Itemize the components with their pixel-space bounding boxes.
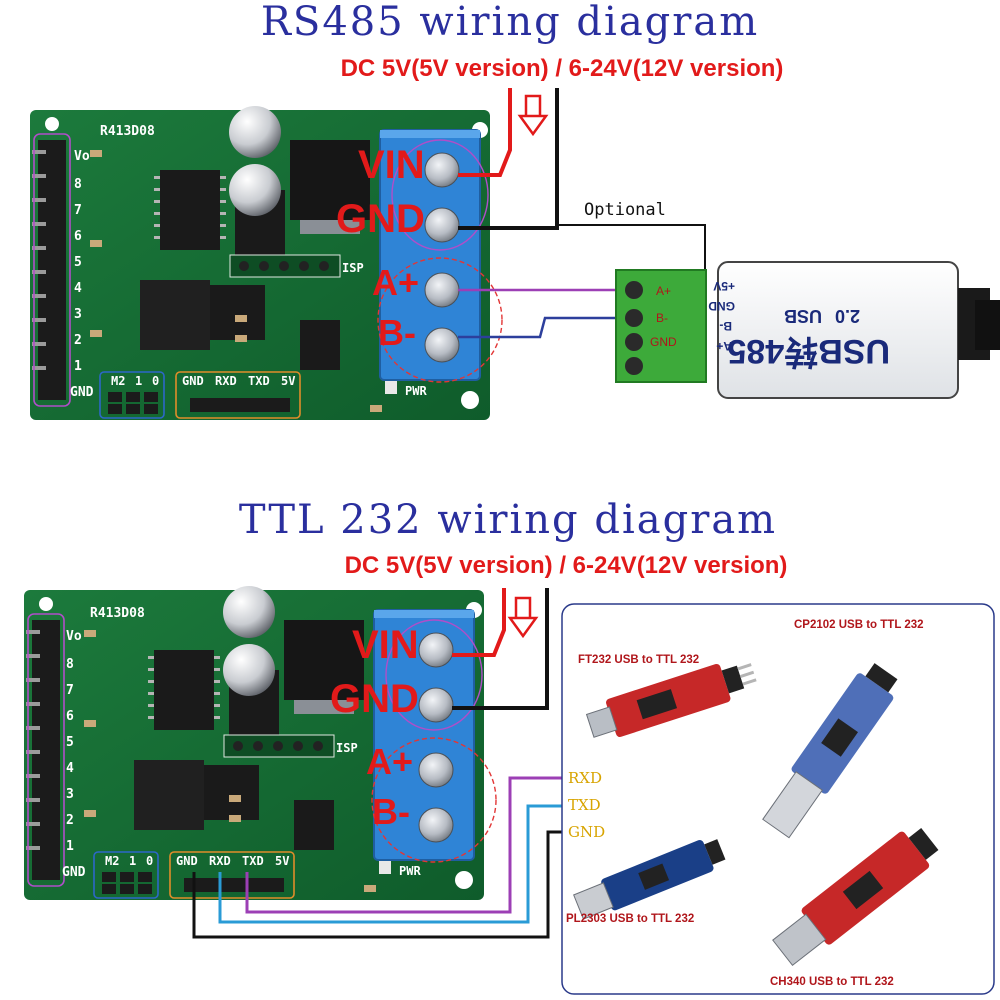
svg-text:GND: GND bbox=[708, 299, 735, 313]
isp-label-1: ISP bbox=[342, 261, 364, 275]
ttl-wires bbox=[192, 776, 568, 939]
svg-text:7: 7 bbox=[74, 203, 82, 218]
svg-text:4: 4 bbox=[74, 281, 82, 296]
b-wire-1 bbox=[458, 316, 640, 339]
ch340-module bbox=[772, 827, 939, 967]
terminal-a-label: A+ bbox=[656, 284, 671, 298]
b-terminal-label-1: B- bbox=[378, 312, 416, 353]
power-arrow-icon-2 bbox=[507, 596, 539, 639]
cp2102-module bbox=[762, 663, 898, 839]
svg-text:2: 2 bbox=[66, 813, 74, 828]
svg-text:A+: A+ bbox=[716, 339, 732, 353]
svg-text:0: 0 bbox=[146, 854, 153, 868]
uart-header-labels-1: GND RXD TXD 5V bbox=[182, 374, 295, 388]
svg-text:Vo: Vo bbox=[66, 629, 82, 644]
usb-485-label-group: USB转485 USB 2.0 A+ B- GND +5V bbox=[708, 279, 890, 370]
svg-text:5: 5 bbox=[74, 255, 82, 270]
gnd-terminal-label-2: GND bbox=[330, 677, 419, 721]
usb-485-brand: USB bbox=[784, 306, 822, 326]
svg-text:TXD: TXD bbox=[248, 374, 270, 388]
cp2102-label: CP2102 USB to TTL 232 bbox=[794, 619, 924, 631]
svg-text:M2: M2 bbox=[111, 374, 125, 388]
svg-text:1: 1 bbox=[66, 839, 74, 854]
svg-text:GND: GND bbox=[182, 374, 204, 388]
usb-485-version: 2.0 bbox=[835, 306, 860, 326]
mode-header-labels-2: M2 1 0 bbox=[105, 854, 153, 868]
rs485-board bbox=[29, 105, 503, 421]
svg-text:8: 8 bbox=[74, 177, 82, 192]
a-terminal-label-1: A+ bbox=[372, 262, 419, 303]
power-wires-1 bbox=[458, 88, 559, 230]
svg-text:3: 3 bbox=[66, 787, 74, 802]
svg-text:6: 6 bbox=[66, 709, 74, 724]
power-wires-2 bbox=[452, 588, 549, 710]
optional-label: Optional bbox=[584, 200, 666, 220]
pl2303-label: PL2303 USB to TTL 232 bbox=[566, 913, 694, 925]
usb-485-name: USB转485 bbox=[727, 332, 890, 370]
pwr-label-1: PWR bbox=[405, 384, 427, 398]
ch340-label: CH340 USB to TTL 232 bbox=[770, 976, 894, 988]
svg-text:GND: GND bbox=[70, 385, 94, 400]
usb-485-converter bbox=[615, 261, 1000, 399]
svg-text:6: 6 bbox=[74, 229, 82, 244]
gnd-terminal-label-1: GND bbox=[336, 197, 425, 241]
svg-text:Vo: Vo bbox=[74, 149, 90, 164]
svg-text:5V: 5V bbox=[275, 854, 289, 868]
svg-text:RXD: RXD bbox=[209, 854, 231, 868]
uart-header-labels-2: GND RXD TXD 5V bbox=[176, 854, 289, 868]
a-terminal-label-2: A+ bbox=[366, 741, 413, 782]
svg-text:5: 5 bbox=[66, 735, 74, 750]
svg-text:8: 8 bbox=[66, 657, 74, 672]
channel-labels-1: Vo 8 7 6 5 4 3 2 1 GND bbox=[70, 149, 94, 400]
ttl-supply-label: DC 5V(5V version) / 6-24V(12V version) bbox=[345, 552, 788, 579]
svg-text:7: 7 bbox=[66, 683, 74, 698]
power-arrow-icon-1 bbox=[517, 94, 549, 137]
svg-text:3: 3 bbox=[74, 307, 82, 322]
svg-text:4: 4 bbox=[66, 761, 74, 776]
b-terminal-label-2: B- bbox=[372, 791, 410, 832]
svg-text:1: 1 bbox=[129, 854, 136, 868]
ft232-label: FT232 USB to TTL 232 bbox=[578, 654, 699, 666]
svg-text:1: 1 bbox=[135, 374, 142, 388]
svg-text:RXD: RXD bbox=[215, 374, 237, 388]
terminal-gnd-label: GND bbox=[650, 335, 677, 349]
svg-text:TXD: TXD bbox=[242, 854, 264, 868]
vin-terminal-label-2: VIN bbox=[352, 623, 419, 667]
board-model-1: R413D08 bbox=[100, 124, 155, 139]
svg-text:M2: M2 bbox=[105, 854, 119, 868]
svg-text:5V: 5V bbox=[281, 374, 295, 388]
ttl-pin-txd: TXD bbox=[568, 796, 601, 814]
board-model-2: R413D08 bbox=[90, 606, 145, 621]
svg-text:B-: B- bbox=[719, 319, 732, 333]
ttl-pin-rxd: RXD bbox=[568, 769, 602, 787]
pwr-label-2: PWR bbox=[399, 864, 421, 878]
ttl-pin-gnd: GND bbox=[568, 823, 605, 841]
mode-header-labels-1: M2 1 0 bbox=[111, 374, 159, 388]
vin-terminal-label-1: VIN bbox=[358, 143, 425, 187]
svg-text:GND: GND bbox=[62, 865, 86, 880]
isp-label-2: ISP bbox=[336, 741, 358, 755]
rs485-title: RS485 wiring diagram bbox=[261, 0, 759, 45]
svg-text:GND: GND bbox=[176, 854, 198, 868]
svg-text:+5V: +5V bbox=[713, 279, 735, 293]
ttl-title: TTL 232 wiring diagram bbox=[239, 497, 777, 543]
ttl-board bbox=[23, 585, 497, 901]
svg-text:0: 0 bbox=[152, 374, 159, 388]
rs485-supply-label: DC 5V(5V version) / 6-24V(12V version) bbox=[341, 55, 784, 82]
svg-text:2: 2 bbox=[74, 333, 82, 348]
pl2303-module bbox=[573, 839, 726, 920]
svg-text:1: 1 bbox=[74, 359, 82, 374]
channel-labels-2: Vo 8 7 6 5 4 3 2 1 GND bbox=[62, 629, 86, 880]
terminal-b-label: B- bbox=[656, 311, 668, 325]
